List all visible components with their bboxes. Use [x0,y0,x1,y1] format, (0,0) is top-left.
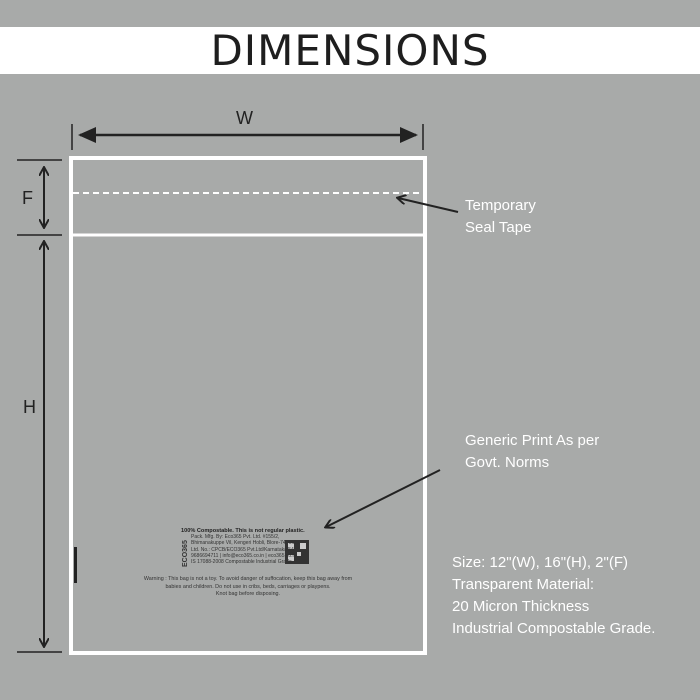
annotation-line: Govt. Norms [465,454,550,471]
print-pointer [326,469,441,527]
annotation-line: Generic Print As per [465,432,600,449]
warning-line: babies and children. Do not use in cribs… [165,583,331,590]
bag-outline [69,156,427,655]
detail-line: IS 17088-2008 Compostable Industrial Gra… [191,559,294,566]
seal-tape-annotation: Temporary Seal Tape [465,195,536,239]
flap-label: F [22,188,33,208]
specs: Size: 12"(W), 16"(H), 2"(F) Transparent … [452,552,655,640]
height-label: H [23,397,36,417]
spec-material: Transparent Material: [452,576,595,593]
detail-line: Pack. Mfg. By: Eco365 Pvt. Ltd. #155/2, [191,534,280,540]
eco365-logo: ECO365 [182,540,189,567]
warning-line: Knot bag before disposing. [215,591,281,597]
warning-line: Warning : This bag is not a toy. To avoi… [143,576,353,582]
annotation-line: Seal Tape [465,219,532,236]
annotation-line: Temporary [465,197,536,214]
print-annotation: Generic Print As per Govt. Norms [465,430,599,474]
warning-text: Warning : This bag is not a toy. To avoi… [100,576,396,599]
print-details: Pack. Mfg. By: Eco365 Pvt. Ltd. #155/2, … [191,534,299,565]
width-label: W [236,108,253,128]
spec-size: Size: 12"(W), 16"(H), 2"(F) [452,554,628,571]
page-title: DIMENSIONS [210,26,490,75]
detail-line: Bhimanakuppe Vil, Kengeri Hobli, Blore-7… [191,540,300,547]
seal-tape-pointer [398,198,459,213]
spec-grade: Industrial Compostable Grade. [452,620,656,637]
print-headline: 100% Compostable. This is not regular pl… [181,528,305,534]
spec-thickness: 20 Micron Thickness [452,598,590,615]
bag-edge-mark [74,547,77,583]
header-banner: DIMENSIONS [0,26,700,75]
detail-line: Ltd. No.: CPCB/ECO365 Pvt.Ltd/Karnataka/… [191,546,294,553]
detail-line: 9686694711 | info@eco365.co.in | eco365.… [191,552,297,559]
